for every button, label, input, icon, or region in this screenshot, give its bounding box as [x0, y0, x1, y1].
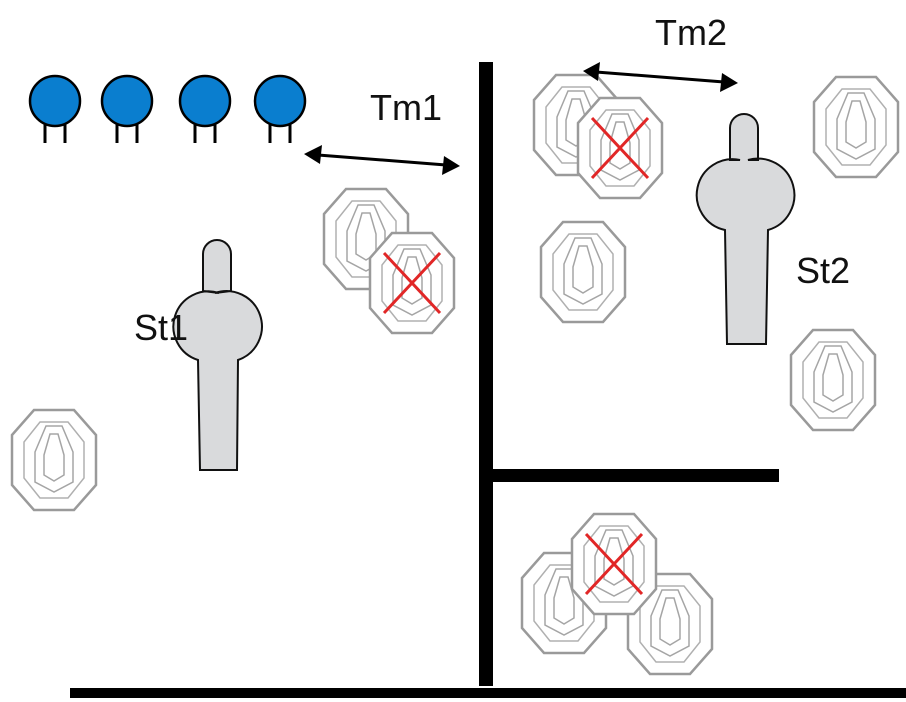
paper-target: [812, 75, 900, 179]
steel-plate-4: [253, 74, 307, 145]
center-wall: [479, 62, 493, 686]
paper-target: [10, 408, 98, 512]
paper-targets-right-bottom: [520, 512, 714, 676]
label-tm1: Tm1: [370, 87, 442, 128]
label-st2: St2: [796, 250, 850, 291]
arrow-tm2: [583, 62, 738, 92]
shooter-figure-st2: [695, 113, 796, 345]
paper-target: [539, 220, 627, 324]
walls: [70, 62, 906, 698]
steel-plate-2: [100, 74, 154, 145]
label-tm2: Tm2: [655, 12, 727, 53]
steel-plate-1: [28, 74, 82, 145]
label-st1: St1: [134, 307, 188, 348]
shooter-figure-st1: [172, 239, 263, 471]
arrow-tm1: [304, 145, 460, 175]
steel-plate-3: [178, 74, 232, 145]
fault-line-bottom: [70, 688, 906, 698]
paper-target: [789, 328, 877, 432]
right-wall: [493, 469, 779, 482]
steel-plates: [28, 74, 307, 145]
